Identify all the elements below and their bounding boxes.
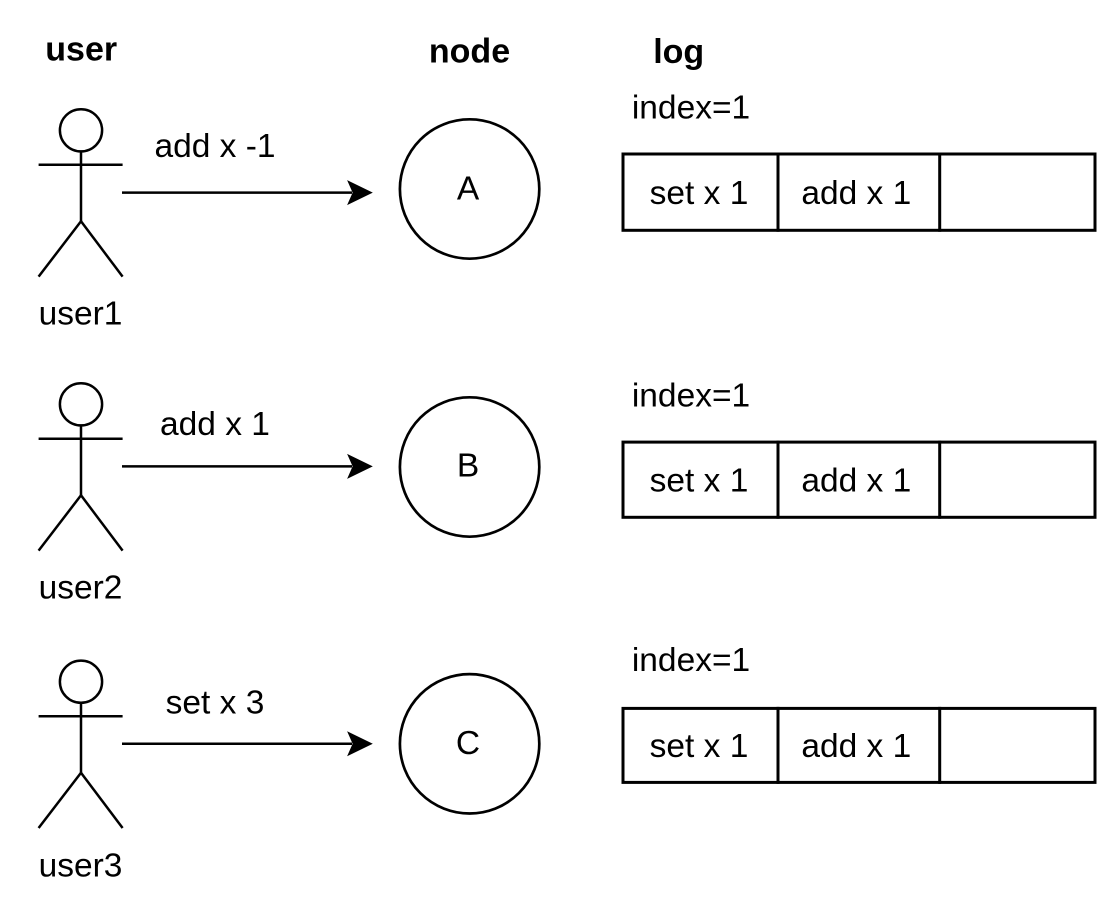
svg-text:add x 1: add x 1 [801,175,911,212]
svg-text:set x 1: set x 1 [650,463,749,500]
svg-text:index=1: index=1 [632,642,750,679]
svg-text:set x 1: set x 1 [650,728,749,765]
svg-text:add x -1: add x -1 [154,128,275,165]
svg-text:node: node [429,33,510,71]
svg-text:log: log [653,33,704,71]
svg-text:user3: user3 [39,847,123,884]
svg-text:set x 1: set x 1 [650,175,749,212]
svg-text:set x 3: set x 3 [166,685,265,722]
svg-text:add x 1: add x 1 [801,728,911,765]
svg-text:index=1: index=1 [632,90,750,127]
svg-text:user1: user1 [39,295,123,332]
svg-text:A: A [457,170,480,207]
svg-text:C: C [456,725,480,762]
svg-text:index=1: index=1 [632,377,750,414]
svg-text:user: user [45,30,117,68]
svg-text:B: B [457,447,479,484]
svg-text:add x 1: add x 1 [160,406,270,443]
svg-text:add x 1: add x 1 [801,463,911,500]
svg-text:user2: user2 [39,570,123,607]
